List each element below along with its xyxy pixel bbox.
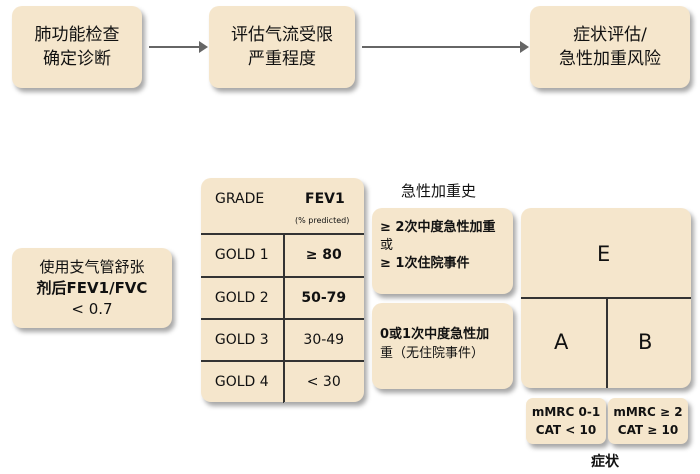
exacerbation-low-line2: 重（无住院事件） <box>380 346 485 361</box>
exacerbation-low: 0或1次中度急性加 重（无住院事件） <box>372 303 513 389</box>
grade-cell: GOLD 1 <box>214 247 269 263</box>
group-a: A <box>554 330 569 354</box>
symptoms-high-line2: CAT ≥ 10 <box>617 423 679 437</box>
divider <box>201 233 364 235</box>
flow-step-airflow: 评估气流受限 严重程度 <box>209 6 355 88</box>
fev1-cell: < 30 <box>282 361 365 403</box>
exacerbation-high-line1: ≥ 2次中度急性加重 <box>380 220 496 235</box>
gold-table-header: GRADE FEV1 (% predicted) <box>201 178 364 232</box>
grade-cell: GOLD 3 <box>214 332 269 348</box>
symptoms-low: mMRC 0-1 CAT < 10 <box>526 398 606 444</box>
spirometry-criterion: 使用支气管舒张 剂后FEV1/FVC < 0.7 <box>12 248 172 328</box>
flow-step-diagnosis-line1: 肺功能检查 <box>34 25 120 45</box>
spirometry-line1: 使用支气管舒张 <box>39 257 145 276</box>
symptoms-title: 症状 <box>591 454 619 470</box>
flow-step-symptoms-line1: 症状评估/ <box>573 25 647 45</box>
exacerbation-high-line3: ≥ 1次住院事件 <box>380 256 470 271</box>
table-row: GOLD 4 < 30 <box>201 361 364 403</box>
header-note: (% predicted) <box>295 216 350 225</box>
table-row: GOLD 1 ≥ 80 <box>201 234 364 276</box>
divider <box>201 276 364 278</box>
symptoms-high: mMRC ≥ 2 CAT ≥ 10 <box>608 398 688 444</box>
spirometry-line3: < 0.7 <box>71 299 113 318</box>
arrow-icon <box>362 41 529 53</box>
group-b: B <box>638 330 653 354</box>
fev1-cell: 30-49 <box>282 319 365 361</box>
flow-step-diagnosis: 肺功能检查 确定诊断 <box>12 6 142 88</box>
flow-step-airflow-line1: 评估气流受限 <box>231 25 333 45</box>
header-grade: GRADE <box>215 191 265 207</box>
divider <box>201 360 364 362</box>
exacerbation-title: 急性加重史 <box>401 182 477 200</box>
header-fev1: FEV1 <box>305 191 345 207</box>
symptoms-low-line1: mMRC 0-1 <box>531 405 601 419</box>
divider <box>521 297 691 299</box>
flow-step-diagnosis-line2: 确定诊断 <box>43 49 111 69</box>
flow-step-symptoms: 症状评估/ 急性加重风险 <box>530 6 690 88</box>
fev1-cell: ≥ 80 <box>282 234 365 276</box>
table-row: GOLD 2 50-79 <box>201 277 364 319</box>
flow-step-airflow-line2: 严重程度 <box>248 49 316 69</box>
table-row: GOLD 3 30-49 <box>201 319 364 361</box>
group-grid: E A B <box>521 208 691 388</box>
fev1-cell: 50-79 <box>282 277 365 319</box>
divider <box>606 298 608 388</box>
grade-cell: GOLD 4 <box>214 374 269 390</box>
arrow-icon <box>149 41 208 53</box>
symptoms-low-line2: CAT < 10 <box>535 423 597 437</box>
grade-cell: GOLD 2 <box>214 290 269 306</box>
exacerbation-high: ≥ 2次中度急性加重 或 ≥ 1次住院事件 <box>372 208 513 294</box>
group-e: E <box>597 242 611 266</box>
spirometry-line2: 剂后FEV1/FVC <box>36 278 148 297</box>
flow-step-symptoms-line2: 急性加重风险 <box>559 49 661 69</box>
divider <box>201 318 364 320</box>
exacerbation-low-line1: 0或1次中度急性加 <box>380 327 490 342</box>
gold-grade-table: GRADE FEV1 (% predicted) GOLD 1 ≥ 80 GOL… <box>201 178 364 403</box>
exacerbation-high-line2: 或 <box>380 238 394 253</box>
symptoms-high-line1: mMRC ≥ 2 <box>613 405 683 419</box>
